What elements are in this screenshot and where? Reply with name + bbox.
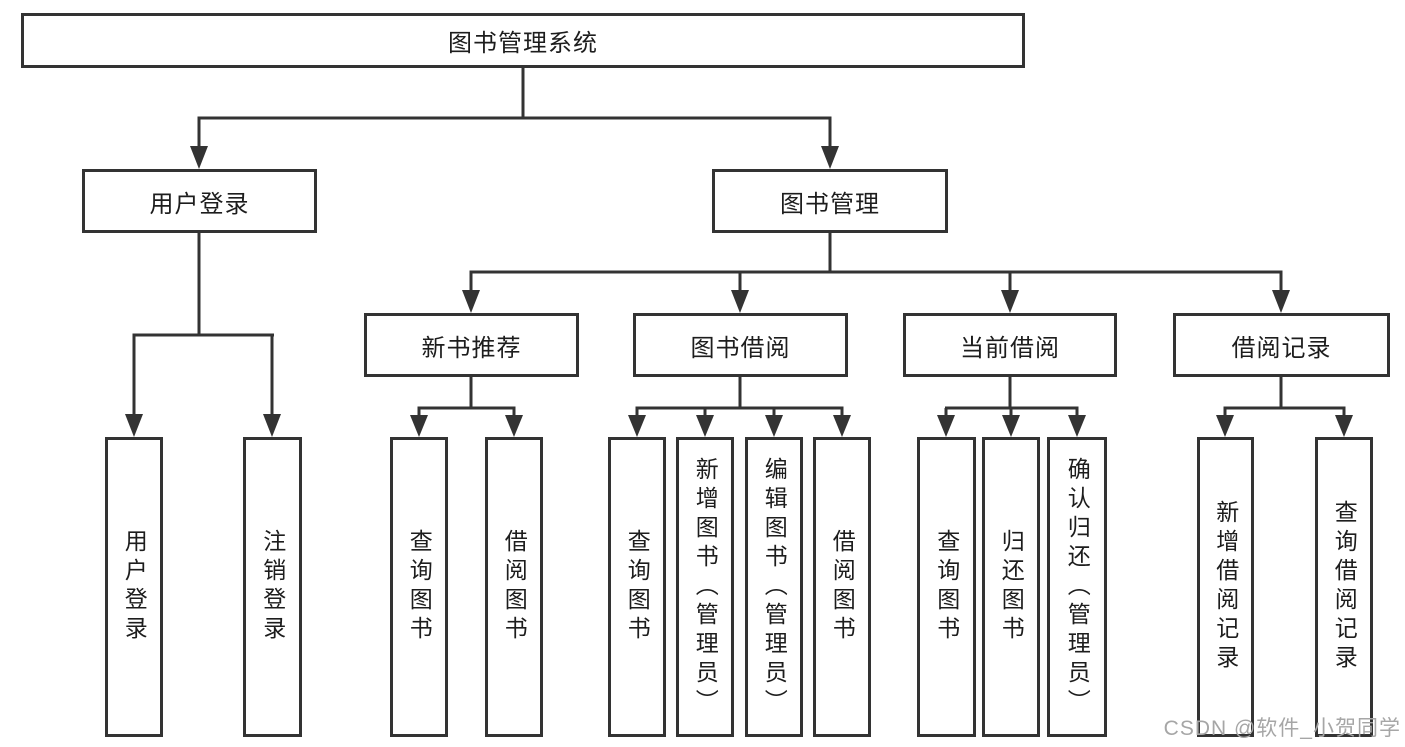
leaf-bb-query-books: 查询图书 xyxy=(608,437,666,737)
node-root-system: 图书管理系统 xyxy=(21,13,1025,68)
node-new-book-recommend: 新书推荐 xyxy=(364,313,579,377)
leaf-cb-return-books-label: 归还图书 xyxy=(998,529,1025,645)
node-book-management: 图书管理 xyxy=(712,169,948,233)
leaf-cb-confirm-return-label: 确认归还（管理员） xyxy=(1064,456,1091,718)
leaf-cb-query-books-label: 查询图书 xyxy=(933,529,960,645)
leaf-bb-edit-books-label: 编辑图书（管理员） xyxy=(761,456,788,718)
leaf-bb-borrow-books-label: 借阅图书 xyxy=(829,529,856,645)
leaf-bb-borrow-books: 借阅图书 xyxy=(813,437,871,737)
leaf-br-query-record-label: 查询借阅记录 xyxy=(1331,500,1358,674)
leaf-nb-borrow-books: 借阅图书 xyxy=(485,437,543,737)
leaf-br-add-record-label: 新增借阅记录 xyxy=(1212,500,1239,674)
leaf-cb-query-books: 查询图书 xyxy=(917,437,976,737)
leaf-bb-add-books: 新增图书（管理员） xyxy=(676,437,734,737)
leaf-bb-add-books-label: 新增图书（管理员） xyxy=(692,456,719,718)
node-borrowing-records: 借阅记录 xyxy=(1173,313,1390,377)
node-book-borrowing: 图书借阅 xyxy=(633,313,848,377)
leaf-nb-borrow-books-label: 借阅图书 xyxy=(501,529,528,645)
csdn-watermark: CSDN @软件_小贺同学 xyxy=(1163,717,1401,740)
leaf-br-add-record: 新增借阅记录 xyxy=(1197,437,1254,737)
leaf-br-query-record: 查询借阅记录 xyxy=(1315,437,1373,737)
node-user-login: 用户登录 xyxy=(82,169,317,233)
leaf-logout: 注销登录 xyxy=(243,437,302,737)
node-current-borrowing: 当前借阅 xyxy=(903,313,1117,377)
leaf-user-login-label: 用户登录 xyxy=(121,529,148,645)
leaf-nb-query-books: 查询图书 xyxy=(390,437,448,737)
leaf-bb-query-books-label: 查询图书 xyxy=(624,529,651,645)
leaf-cb-return-books: 归还图书 xyxy=(982,437,1040,737)
leaf-bb-edit-books: 编辑图书（管理员） xyxy=(745,437,803,737)
leaf-cb-confirm-return: 确认归还（管理员） xyxy=(1047,437,1107,737)
leaf-nb-query-books-label: 查询图书 xyxy=(406,529,433,645)
leaf-user-login: 用户登录 xyxy=(105,437,163,737)
leaf-logout-label: 注销登录 xyxy=(259,529,286,645)
